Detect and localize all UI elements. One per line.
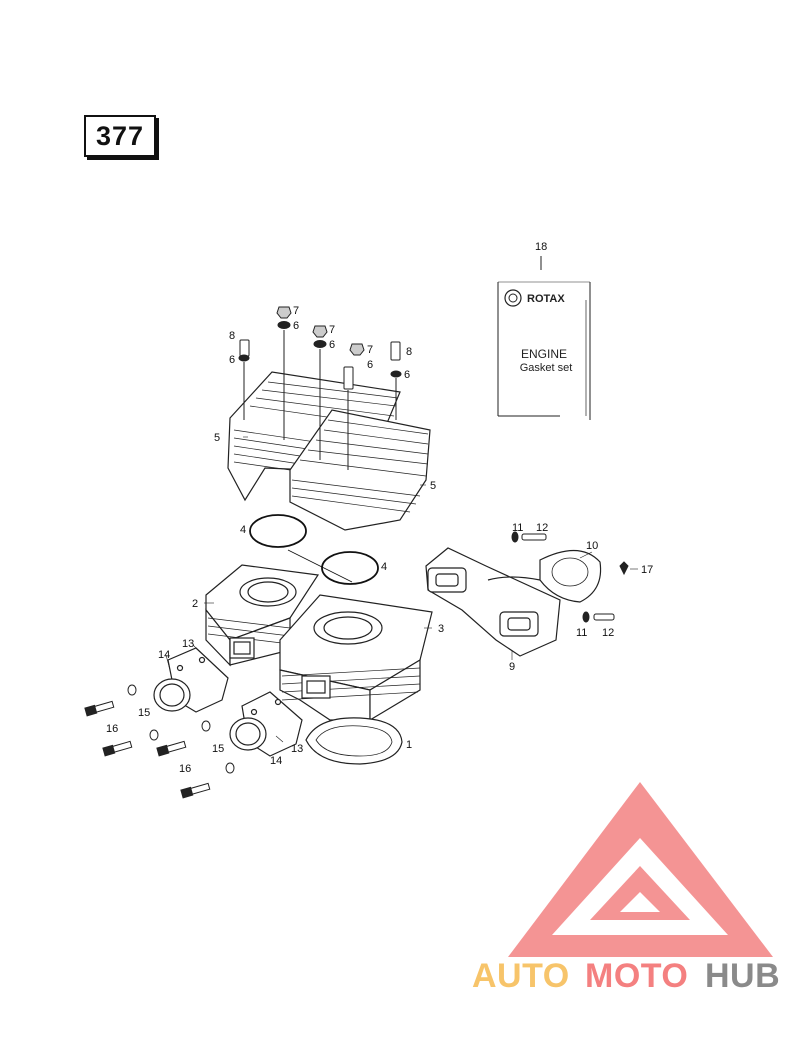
intake-flange-right	[229, 691, 303, 757]
callout-18: 18	[535, 241, 547, 253]
callout-8a: 8	[229, 330, 235, 342]
callout-5a: 5	[214, 432, 220, 444]
callout-1: 1	[406, 739, 412, 751]
callout-9: 9	[509, 661, 515, 673]
callout-7c: 7	[367, 344, 373, 356]
callout-14b: 14	[270, 755, 282, 767]
callout-10: 10	[586, 540, 598, 552]
cylinder-base-gasket	[305, 717, 403, 765]
callout-4b: 4	[381, 561, 387, 573]
callout-12b: 12	[602, 627, 614, 639]
callout-6b: 6	[293, 320, 299, 332]
cylinder-left	[205, 564, 320, 667]
callout-6d: 6	[367, 359, 373, 371]
callout-12a: 12	[536, 522, 548, 534]
watermark-text-auto: AUTO	[472, 957, 570, 995]
page-number-box: 377	[84, 115, 156, 157]
callout-7b: 7	[329, 324, 335, 336]
kit-title: ENGINE	[521, 347, 567, 361]
callout-3: 3	[438, 623, 444, 635]
callout-16a: 16	[106, 723, 118, 735]
callout-6c: 6	[329, 339, 335, 351]
intake-flange-left	[153, 647, 229, 713]
callout-17: 17	[641, 564, 653, 576]
callout-15b: 15	[212, 743, 224, 755]
callout-7a: 7	[293, 305, 299, 317]
page-number: 377	[95, 121, 145, 151]
callout-14a: 14	[158, 649, 170, 661]
kit-brand: ROTAX	[527, 293, 565, 305]
callout-13a: 13	[182, 638, 194, 650]
callout-2: 2	[192, 598, 198, 610]
manifold-bolts	[511, 531, 629, 623]
intake-bolts	[84, 684, 235, 799]
callout-11b: 11	[576, 627, 587, 639]
kit-subtitle: Gasket set	[520, 362, 573, 374]
exhaust-manifold	[425, 547, 602, 657]
gasket-set-card	[497, 256, 591, 420]
cylinder-head-right	[289, 409, 431, 531]
callout-8b: 8	[406, 346, 412, 358]
callout-6e: 6	[404, 369, 410, 381]
watermark-text-hub: HUB	[705, 957, 780, 995]
callout-16b: 16	[179, 763, 191, 775]
watermark-text-moto: MOTO	[585, 957, 688, 995]
head-fasteners	[238, 306, 402, 470]
watermark-logo	[508, 782, 773, 957]
cylinder-o-rings	[249, 514, 379, 585]
leader-lines	[165, 436, 638, 743]
callout-6a: 6	[229, 354, 235, 366]
callout-13b: 13	[291, 743, 303, 755]
callout-11a: 11	[512, 522, 523, 534]
callout-5b: 5	[430, 480, 436, 492]
callout-4a: 4	[240, 524, 246, 536]
callout-15a: 15	[138, 707, 150, 719]
cylinder-right	[279, 594, 433, 722]
